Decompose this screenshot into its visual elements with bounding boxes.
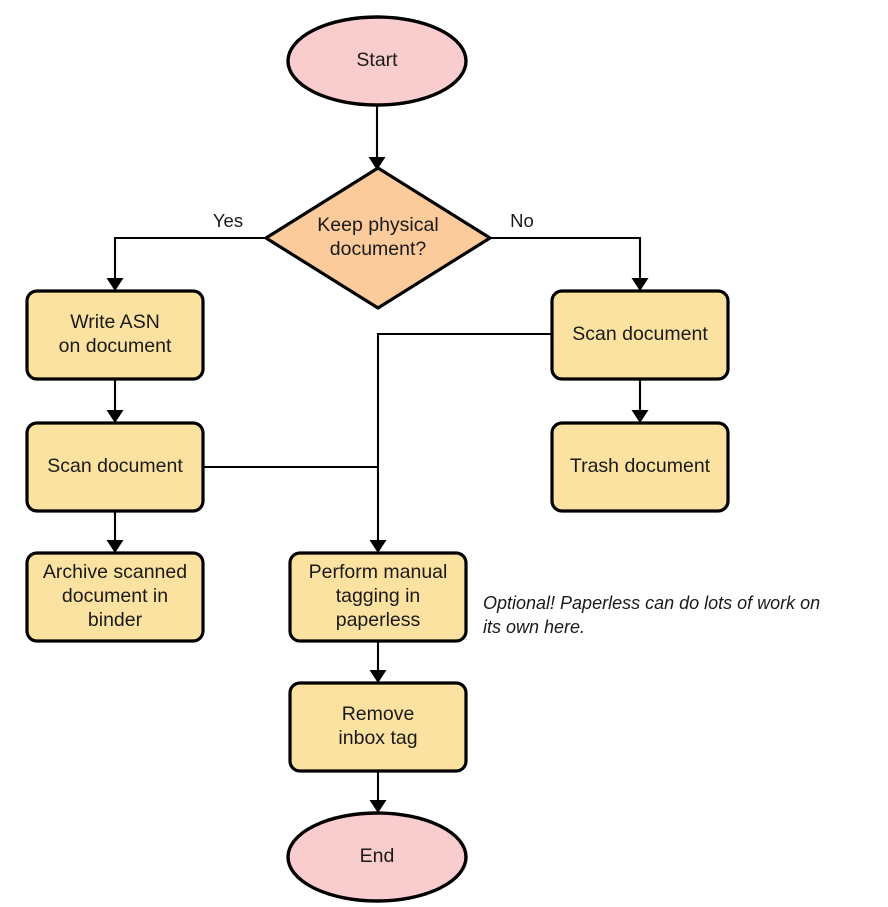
terminal-shape bbox=[286, 811, 468, 903]
edge-decision-to-write-asn: Yes bbox=[106, 210, 266, 291]
process-shape bbox=[288, 551, 468, 643]
arrowhead-icon bbox=[106, 410, 124, 423]
edge-path bbox=[113, 236, 266, 285]
node-end[interactable]: End bbox=[286, 811, 468, 903]
arrowhead-icon bbox=[631, 410, 649, 423]
process-shape bbox=[550, 289, 730, 381]
edge-start-to-decision bbox=[368, 105, 386, 170]
annotations-layer: Optional! Paperless can do lots of work … bbox=[483, 593, 820, 637]
edge-remove-inbox-to-end bbox=[369, 771, 387, 813]
process-shape bbox=[25, 289, 205, 381]
edge-manual-tagging-to-remove-inbox bbox=[369, 641, 387, 683]
arrowhead-icon bbox=[106, 540, 124, 553]
annotation-optional-note: Optional! Paperless can do lots of work … bbox=[483, 593, 820, 637]
node-scan-document-right[interactable]: Scan document bbox=[550, 289, 730, 381]
edge-decision-to-scan-right: No bbox=[490, 210, 649, 291]
edge-path bbox=[376, 332, 552, 547]
process-shape bbox=[288, 681, 468, 773]
process-shape bbox=[25, 421, 205, 513]
decision-shape bbox=[264, 166, 492, 310]
edge-scan-right-to-trash bbox=[631, 379, 649, 423]
edge-scan-right-to-manual-tagging bbox=[369, 332, 552, 553]
arrowhead-icon bbox=[369, 800, 387, 813]
arrowhead-icon bbox=[631, 278, 649, 291]
terminal-shape bbox=[286, 15, 468, 107]
process-shape bbox=[25, 551, 205, 643]
arrowhead-icon bbox=[369, 670, 387, 683]
arrowhead-icon bbox=[106, 278, 124, 291]
edge-label-decision-to-scan-right: No bbox=[510, 210, 534, 231]
edge-write-asn-to-scan-left bbox=[106, 379, 124, 423]
arrowhead-icon bbox=[368, 157, 386, 170]
edge-label-decision-to-write-asn: Yes bbox=[213, 210, 243, 231]
edge-scan-left-to-archive bbox=[106, 511, 124, 553]
node-trash-document[interactable]: Trash document bbox=[550, 421, 730, 513]
arrowhead-icon bbox=[369, 540, 387, 553]
edges-layer: Yes No bbox=[106, 105, 649, 813]
node-scan-document-left[interactable]: Scan document bbox=[25, 421, 205, 513]
edge-path bbox=[490, 236, 642, 285]
node-start[interactable]: Start bbox=[286, 15, 468, 107]
process-shape bbox=[550, 421, 730, 513]
